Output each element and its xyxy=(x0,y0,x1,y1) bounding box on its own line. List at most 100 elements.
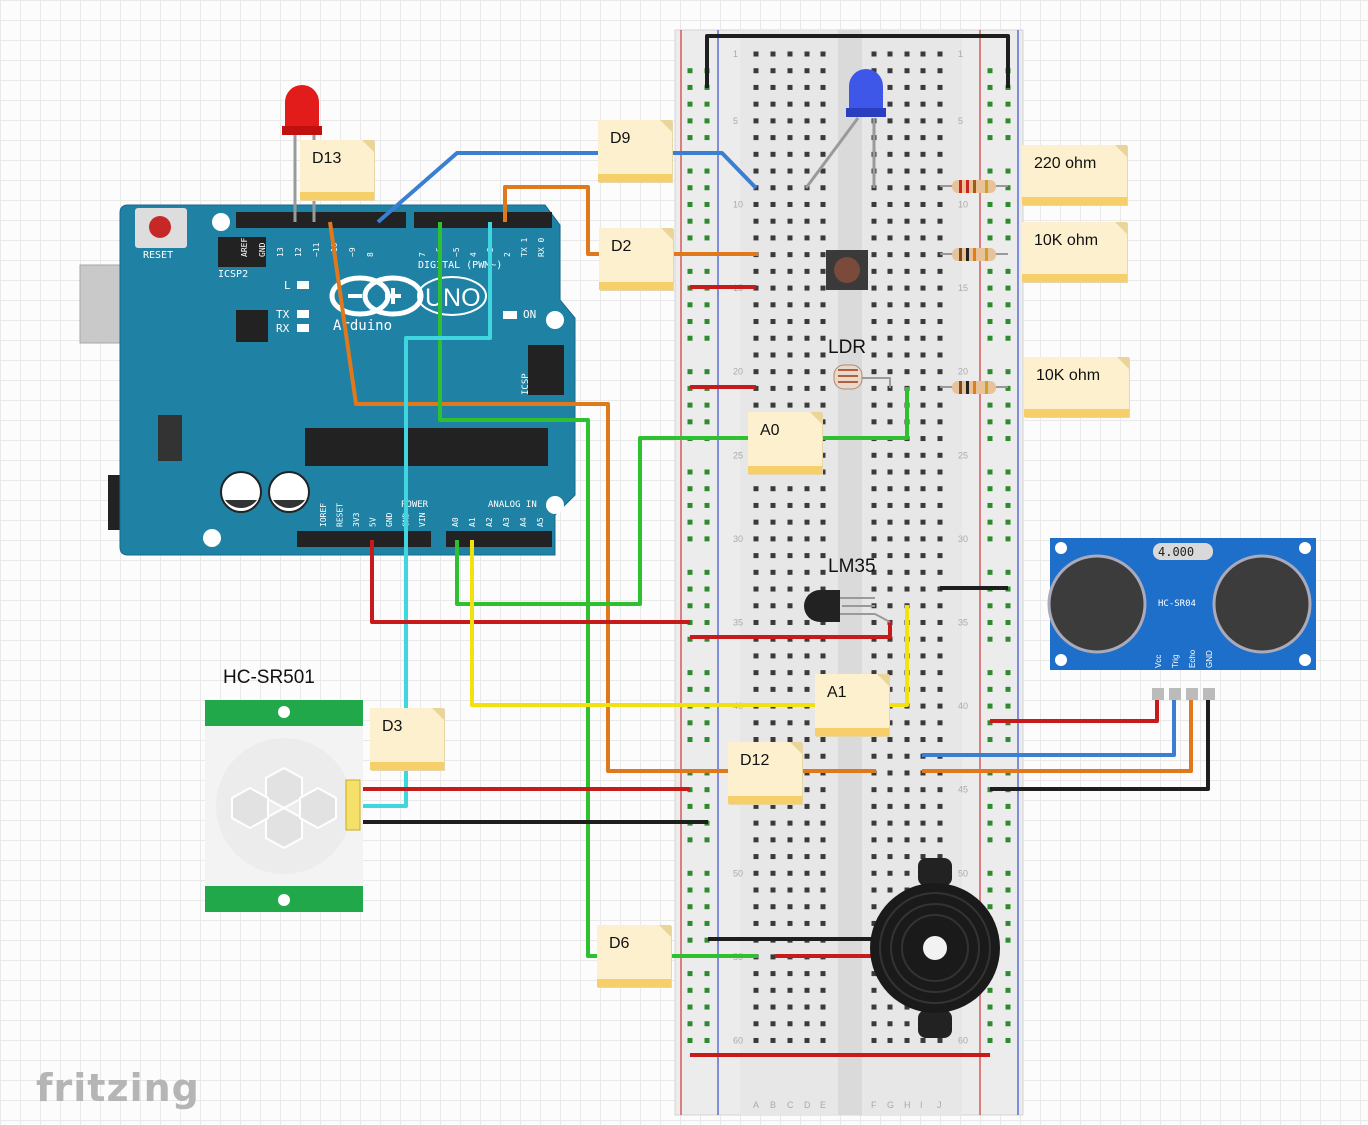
arduino-logo: UNO Arduino xyxy=(329,275,487,334)
analog-label: ANALOG IN xyxy=(488,500,537,510)
digital-pin-label: ~9 xyxy=(348,247,357,257)
led-l-label: L xyxy=(284,279,291,292)
digital-pin-label: ~5 xyxy=(452,247,461,257)
row-number: 60 xyxy=(733,1035,743,1045)
power-label: POWER xyxy=(401,500,429,510)
column-letter: H xyxy=(904,1100,911,1110)
wire-d3-cyan xyxy=(354,222,492,808)
column-letter: I xyxy=(920,1100,923,1110)
lm35-sensor xyxy=(804,590,840,622)
lm35-label: LM35 xyxy=(828,556,876,577)
digital-pin-label: 7 xyxy=(418,252,427,257)
digital-pin-label: GND xyxy=(258,242,267,257)
power-analog-pin-label: A3 xyxy=(502,517,511,527)
sonar-pin-label: Vcc xyxy=(1154,655,1163,668)
breadboard: 1155101015152020252530303535404045455050… xyxy=(674,29,1024,1116)
row-number: 10 xyxy=(958,199,968,209)
note-10k-ohm-2: 10K ohm xyxy=(1024,357,1129,417)
resistors xyxy=(940,180,1008,394)
power-analog-pin-label: A4 xyxy=(519,517,528,527)
resistor-10k-2 xyxy=(940,381,1008,394)
resistor-10k-1 xyxy=(940,248,1008,261)
pir-sensor xyxy=(205,700,363,912)
voltage-regulator xyxy=(158,415,182,461)
note-d9: D9 xyxy=(598,120,672,182)
rx-label: RX xyxy=(276,322,290,335)
blue-led xyxy=(846,69,886,117)
power-analog-pin-label: 5V xyxy=(369,517,378,527)
wire-d13-orange xyxy=(328,221,876,773)
sonar-pin-labels: Vcc Trig Echo GND xyxy=(1154,649,1214,668)
digital-pin-label: 2 xyxy=(503,252,512,257)
wire-lm35-red xyxy=(690,622,892,639)
sonar-model-label: HC-SR04 xyxy=(1158,599,1196,609)
column-letter: E xyxy=(820,1100,826,1110)
wire-sonar-trig-blue xyxy=(922,700,1176,757)
note-d6: D6 xyxy=(597,925,671,987)
breadboard-center-channel xyxy=(838,30,862,1115)
icsp2-label: ICSP2 xyxy=(218,269,248,280)
wire-sonar-vcc-red xyxy=(990,700,1159,723)
row-number: 40 xyxy=(958,701,968,711)
row-number: 20 xyxy=(733,367,743,377)
uno-label: UNO xyxy=(425,284,481,312)
power-analog-pin-label: RESET xyxy=(336,503,345,527)
icsp-header xyxy=(528,345,564,395)
column-letter: A xyxy=(753,1100,759,1110)
row-number: 20 xyxy=(958,367,968,377)
tx-label: TX xyxy=(276,308,290,321)
row-number: 5 xyxy=(958,116,963,126)
ldr-sensor xyxy=(833,364,863,390)
column-letter: G xyxy=(887,1100,894,1110)
usb-chip xyxy=(236,310,268,342)
pir-label: HC-SR501 xyxy=(223,667,315,688)
power-analog-pin-label: VIN xyxy=(418,512,427,527)
analog-header xyxy=(446,531,552,547)
row-number: 45 xyxy=(958,785,968,795)
row-number: 30 xyxy=(958,534,968,544)
row-number: 15 xyxy=(958,283,968,293)
led-leg-1 xyxy=(804,117,860,189)
note-d12: D12 xyxy=(728,742,802,804)
sonar-pin-label: Trig xyxy=(1171,655,1180,668)
wire-5v-red xyxy=(370,540,690,624)
note-d3: D3 xyxy=(370,708,444,770)
wire-a0-green-ldr xyxy=(455,387,909,606)
column-letter: C xyxy=(787,1100,794,1110)
sonar-pin-label: Echo xyxy=(1188,649,1197,668)
arduino-wordmark: Arduino xyxy=(333,318,392,334)
row-number: 5 xyxy=(733,116,738,126)
ldr-leg xyxy=(862,377,891,388)
note-10k-ohm-1: 10K ohm xyxy=(1022,222,1127,282)
column-letter: D xyxy=(804,1100,811,1110)
note-d13: D13 xyxy=(300,140,374,200)
note-a1: A1 xyxy=(815,674,889,736)
digital-pin-label: TX 1 xyxy=(520,238,529,257)
column-letter: B xyxy=(770,1100,776,1110)
digital-pin-label: RX 0 xyxy=(537,238,546,257)
ldr-label: LDR xyxy=(828,337,867,358)
row-number: 35 xyxy=(958,617,968,627)
note-220-ohm: 220 ohm xyxy=(1022,145,1127,205)
piezo-buzzer xyxy=(870,858,1000,1038)
digital-header-right xyxy=(414,212,552,228)
fritzing-logo: fritzing xyxy=(36,1066,200,1110)
sonar-pin-label: GND xyxy=(1205,650,1214,668)
digital-pin-label: 8 xyxy=(366,252,375,257)
row-number: 35 xyxy=(733,617,743,627)
digital-header-left xyxy=(236,212,406,228)
row-number: 60 xyxy=(958,1035,968,1045)
power-analog-pin-label: A5 xyxy=(536,517,545,527)
note-d2: D2 xyxy=(599,228,673,290)
row-number: 50 xyxy=(733,868,743,878)
row-number: 50 xyxy=(958,868,968,878)
push-button[interactable] xyxy=(826,250,868,290)
digital-pin-label: 4 xyxy=(469,252,478,257)
power-analog-pin-label: GND xyxy=(385,512,394,527)
resistor-220 xyxy=(940,180,1008,193)
column-letter: J xyxy=(937,1100,942,1110)
icsp-label: ICSP xyxy=(521,373,531,395)
digital-pin-label: 12 xyxy=(294,247,303,257)
